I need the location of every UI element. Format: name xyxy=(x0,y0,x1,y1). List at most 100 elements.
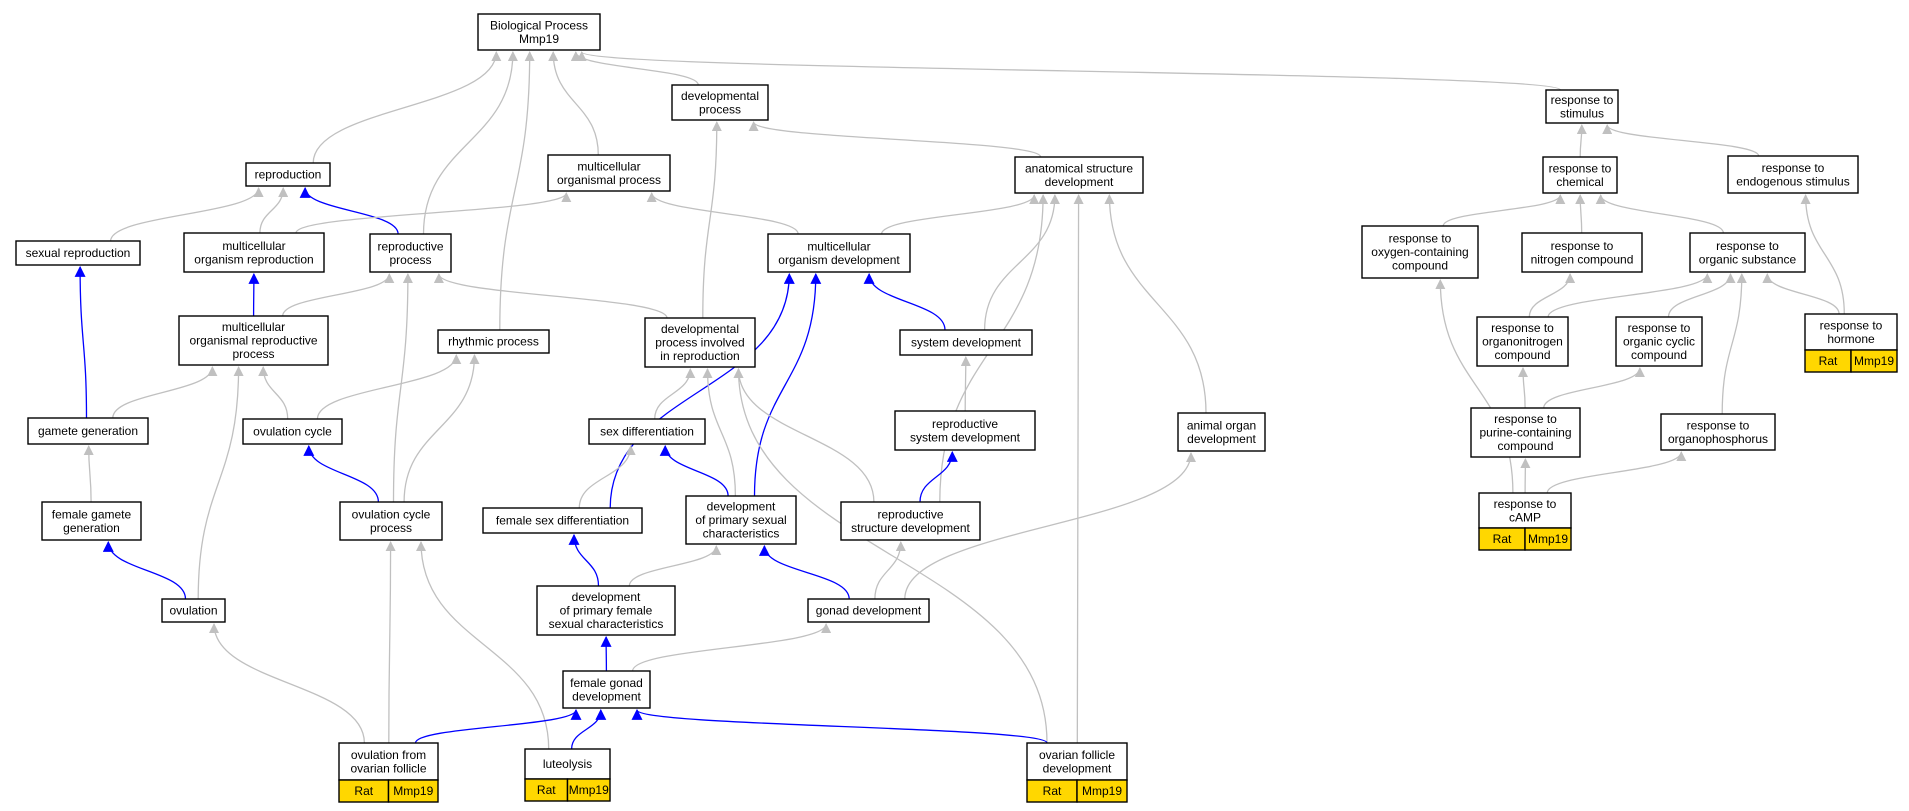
node-label-line: gamete generation xyxy=(38,424,138,438)
edge-res-to-rts-is_a xyxy=(1602,124,1760,157)
node-sd[interactable]: system development xyxy=(899,329,1033,356)
node-fsd[interactable]: female sex differentiation xyxy=(482,507,643,534)
node-oc[interactable]: ovulation cycle xyxy=(242,418,343,445)
edge-dpsc-to-mod-part_of xyxy=(753,272,822,497)
annotation-tag-cell xyxy=(566,778,611,802)
node-box xyxy=(178,315,329,366)
node-box xyxy=(242,418,343,445)
node-label-line: response to xyxy=(1551,93,1614,107)
species-tag: Rat xyxy=(1493,532,1512,546)
node-label-line: reproductive xyxy=(932,417,998,431)
gene-tag: Mmp19 xyxy=(393,784,433,798)
edge-sr-to-rep-is_a xyxy=(109,187,264,242)
node-gd[interactable]: gonad development xyxy=(807,598,930,623)
edge-fsd-to-mod-part_of xyxy=(609,272,795,509)
node-label-line: organismal reproductive xyxy=(189,334,317,348)
node-gg[interactable]: gamete generation xyxy=(27,417,149,445)
edge-rtc-to-rts-is_a xyxy=(1576,124,1587,158)
node-label-line: compound xyxy=(1494,348,1550,362)
edge-mop-to-bp-is_a xyxy=(548,51,599,156)
edge-lut-to-fgd-part_of xyxy=(570,708,607,750)
node-label-line: system development xyxy=(911,336,1022,350)
node-label-line: endogenous stimulus xyxy=(1736,174,1849,188)
edge-camp-to-rocc-is_a xyxy=(1435,279,1514,494)
node-label-line: response to xyxy=(1716,239,1779,253)
node-box xyxy=(588,418,706,445)
node-box xyxy=(15,240,141,266)
node-rhp[interactable]: rhythmic process xyxy=(437,329,550,354)
node-box xyxy=(807,598,930,623)
node-box xyxy=(1542,156,1618,194)
edge-rep-to-bp-is_a xyxy=(312,51,502,164)
node-rep[interactable]: reproduction xyxy=(245,162,331,187)
node-label-line: reproduction xyxy=(255,168,322,182)
species-tag: Rat xyxy=(1043,784,1062,798)
node-label-line: development xyxy=(1043,761,1112,775)
edge-ronc-to-rnc-is_a xyxy=(1528,273,1576,318)
node-label-line: Biological Process xyxy=(490,18,588,32)
node-label-line: structure development xyxy=(851,521,970,535)
node-sxd[interactable]: sex differentiation xyxy=(588,418,706,445)
node-label-line: multicellular xyxy=(222,239,285,253)
edge-oc-to-rhp-is_a xyxy=(316,354,462,420)
edge-gg-to-morp-is_a xyxy=(112,366,218,419)
node-box xyxy=(245,162,331,187)
edge-camp-to-rop-is_a xyxy=(1546,451,1687,494)
edge-lut-to-ocp-is_a xyxy=(416,541,550,750)
edge-mor-to-rep-is_a xyxy=(259,187,289,234)
edge-mod-to-mop-is_a xyxy=(646,192,799,235)
node-label-line: ovarian follicle xyxy=(1039,748,1115,762)
node-box xyxy=(1014,156,1144,194)
node-label-line: development xyxy=(1187,432,1256,446)
node-label-line: female sex differentiation xyxy=(496,514,629,528)
node-box xyxy=(482,507,643,534)
node-sr[interactable]: sexual reproduction xyxy=(15,240,141,266)
edge-ovf-to-ov-is_a xyxy=(209,623,366,744)
node-label-line: multicellular xyxy=(577,159,640,173)
node-box xyxy=(437,329,550,354)
node-label-line: organic cyclic xyxy=(1623,335,1695,349)
edge-dpfs-to-dpsc-is_a xyxy=(628,545,722,587)
node-ov[interactable]: ovulation xyxy=(161,598,226,623)
edge-mod-to-asd-is_a xyxy=(880,194,1040,235)
node-label-line: system development xyxy=(910,430,1021,444)
node-label-line: gonad development xyxy=(816,604,922,618)
node-label-line: development xyxy=(707,500,776,514)
edge-rocc-to-rtc-is_a xyxy=(1442,194,1566,227)
node-box xyxy=(1804,313,1898,351)
node-label-line: sexual characteristics xyxy=(549,617,664,631)
node-box xyxy=(562,670,651,709)
